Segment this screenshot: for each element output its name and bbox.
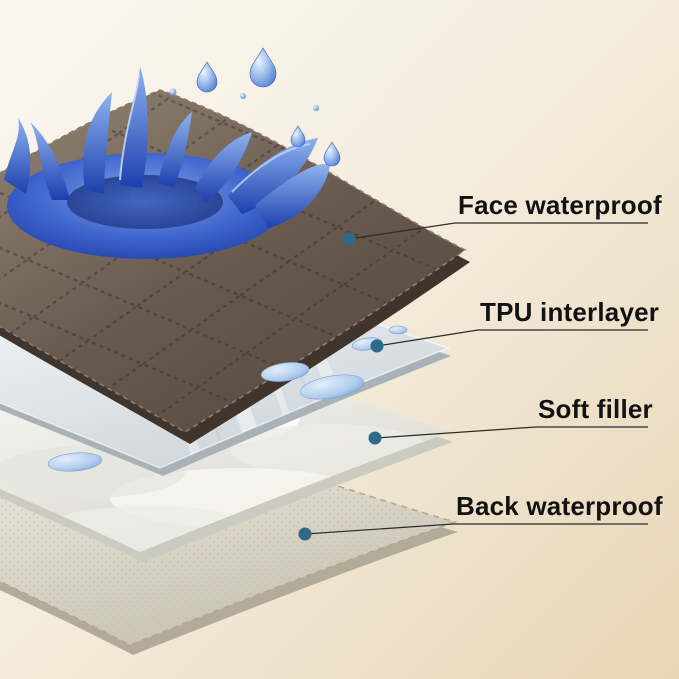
label-face-waterproof: Face waterproof — [458, 190, 662, 220]
water-bead — [300, 374, 364, 400]
splash-blade — [30, 122, 70, 200]
splash-blade — [158, 112, 192, 188]
splash-blade — [195, 132, 252, 202]
annotation-tpu-interlayer — [370, 329, 648, 353]
face-layer-stitching — [0, 89, 467, 433]
splash-blade — [4, 118, 31, 194]
label-tpu-interlayer: TPU interlayer — [480, 297, 660, 327]
droplet — [323, 141, 341, 167]
splash-blade — [228, 138, 318, 214]
water-bead — [260, 362, 310, 382]
marker-dot — [370, 339, 384, 353]
water-bead — [47, 452, 103, 472]
splash-blade — [255, 164, 330, 228]
droplet — [196, 61, 218, 93]
marker-dot — [342, 232, 356, 246]
marker-dot — [298, 527, 312, 541]
splash-blade — [83, 92, 112, 194]
water-droplets — [169, 47, 341, 167]
back-layer-stitching — [0, 419, 458, 646]
water-splash — [4, 66, 330, 259]
droplet — [290, 125, 306, 148]
droplet — [249, 47, 277, 88]
splash-highlight — [119, 74, 140, 181]
annotation-soft-filler — [368, 426, 648, 445]
water-beads — [47, 325, 408, 472]
marker-dot — [368, 431, 382, 445]
droplet — [313, 105, 319, 111]
droplet — [240, 93, 246, 99]
droplet — [169, 88, 177, 96]
splash-blade — [120, 66, 148, 188]
leader-connector — [304, 523, 454, 535]
water-bead — [388, 325, 408, 335]
leader-connector — [376, 329, 479, 347]
annotations — [298, 222, 648, 541]
annotation-face-waterproof — [342, 222, 648, 246]
leader-connector — [374, 426, 537, 439]
splash-pool — [67, 175, 223, 229]
leader-connector — [348, 222, 456, 240]
annotation-back-waterproof — [298, 523, 648, 541]
label-soft-filler: Soft filler — [538, 394, 653, 424]
label-back-waterproof: Back waterproof — [456, 491, 663, 521]
